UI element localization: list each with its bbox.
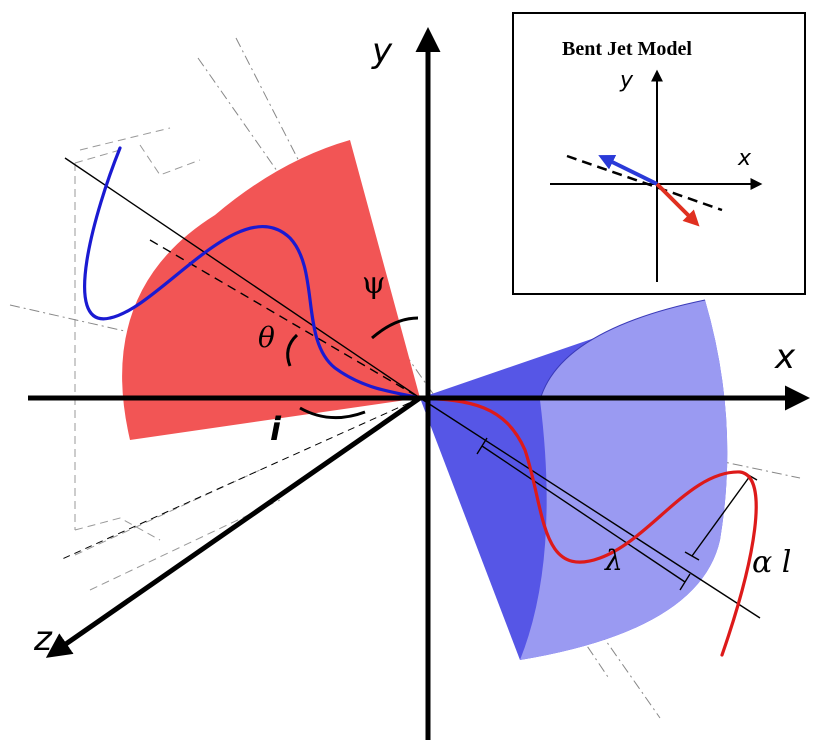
- angle-arcs: [286, 316, 419, 420]
- inclination-arc: [299, 406, 366, 420]
- inset-y-label: y: [619, 68, 634, 93]
- inclination-label: i: [270, 410, 282, 448]
- z-axis: [45, 395, 422, 658]
- inset-panel: Bent Jet Model y x: [512, 12, 806, 295]
- inset-red-arrow: [655, 182, 700, 227]
- inset-jet-axis: [566, 154, 723, 212]
- psi-arc: [371, 316, 419, 340]
- jet-axis: [64, 157, 761, 619]
- amplitude-label: α l: [752, 545, 791, 580]
- red-cone: [122, 140, 420, 440]
- z-axis-label: z: [33, 619, 53, 659]
- main-axes: [28, 27, 810, 740]
- theta-label: θ: [258, 321, 275, 354]
- x-axis-label: x: [774, 337, 796, 377]
- blue-cone: [420, 299, 728, 660]
- projection-dashes: [59, 397, 421, 561]
- inset-title: Bent Jet Model: [562, 38, 692, 60]
- blue-jet-curve: [83, 146, 422, 400]
- inset-x-label: x: [737, 146, 752, 171]
- inset-blue-arrow: [598, 155, 658, 186]
- red-jet-curve: [418, 396, 758, 657]
- psi-label: ψ: [362, 266, 386, 301]
- theta-arc: [286, 333, 299, 367]
- wavelength-bracket: [476, 437, 691, 591]
- wavelength-label: λ: [604, 544, 623, 577]
- y-axis-label: y: [371, 31, 393, 71]
